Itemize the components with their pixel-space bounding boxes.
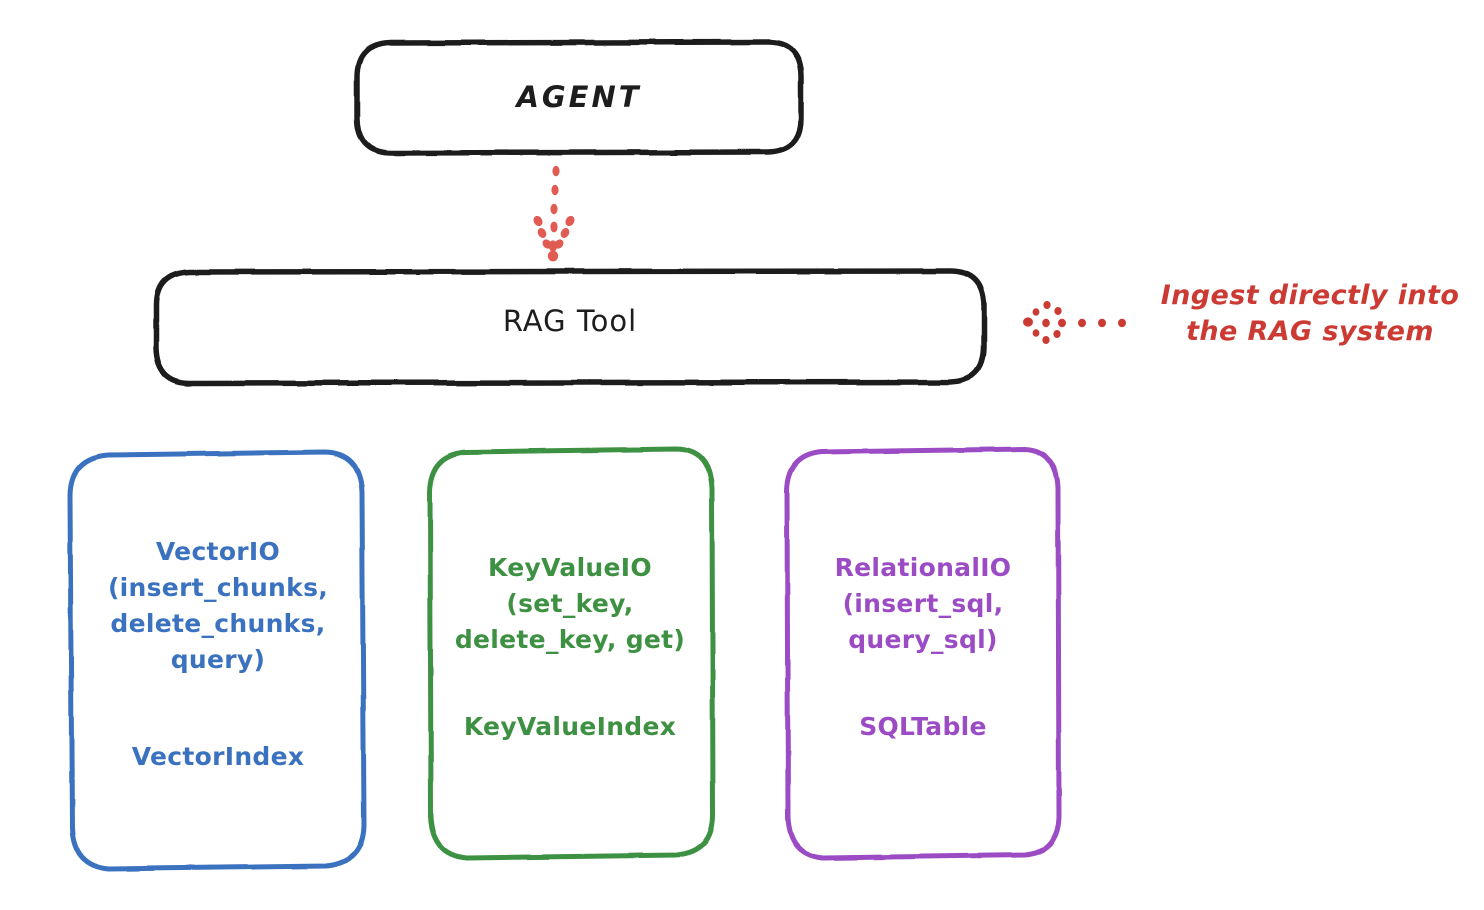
vector-io-box-outline bbox=[67, 449, 367, 872]
vector-io-node[interactable] bbox=[67, 449, 367, 872]
relational-io-node[interactable] bbox=[784, 446, 1062, 861]
relational-io-label: RelationalIO (insert_sql, query_sql) bbox=[834, 553, 1012, 654]
agent-node[interactable] bbox=[354, 39, 804, 156]
vector-io-sub-label: VectorIndex bbox=[131, 742, 305, 771]
agent-box-outline bbox=[354, 39, 804, 156]
rag-tool-node[interactable] bbox=[153, 268, 987, 386]
ingest-annotation-text: Ingest directly into the RAG system bbox=[1160, 280, 1460, 348]
key-value-io-node[interactable] bbox=[427, 446, 716, 861]
relational-io-box-outline bbox=[784, 446, 1062, 861]
key-value-io-sub-label: KeyValueIndex bbox=[463, 712, 677, 741]
ingest-note-arrow bbox=[1023, 301, 1126, 344]
vector-io-label: VectorIO (insert_chunks, delete_chunks, … bbox=[107, 537, 329, 674]
relational-io-sub-label: SQLTable bbox=[859, 712, 987, 741]
rag-tool-box-outline bbox=[153, 268, 987, 386]
key-value-io-box-outline bbox=[427, 446, 716, 861]
key-value-io-label: KeyValueIO (set_key, delete_key, get) bbox=[454, 553, 686, 654]
agent-to-rag-tool-arrow bbox=[533, 165, 575, 262]
